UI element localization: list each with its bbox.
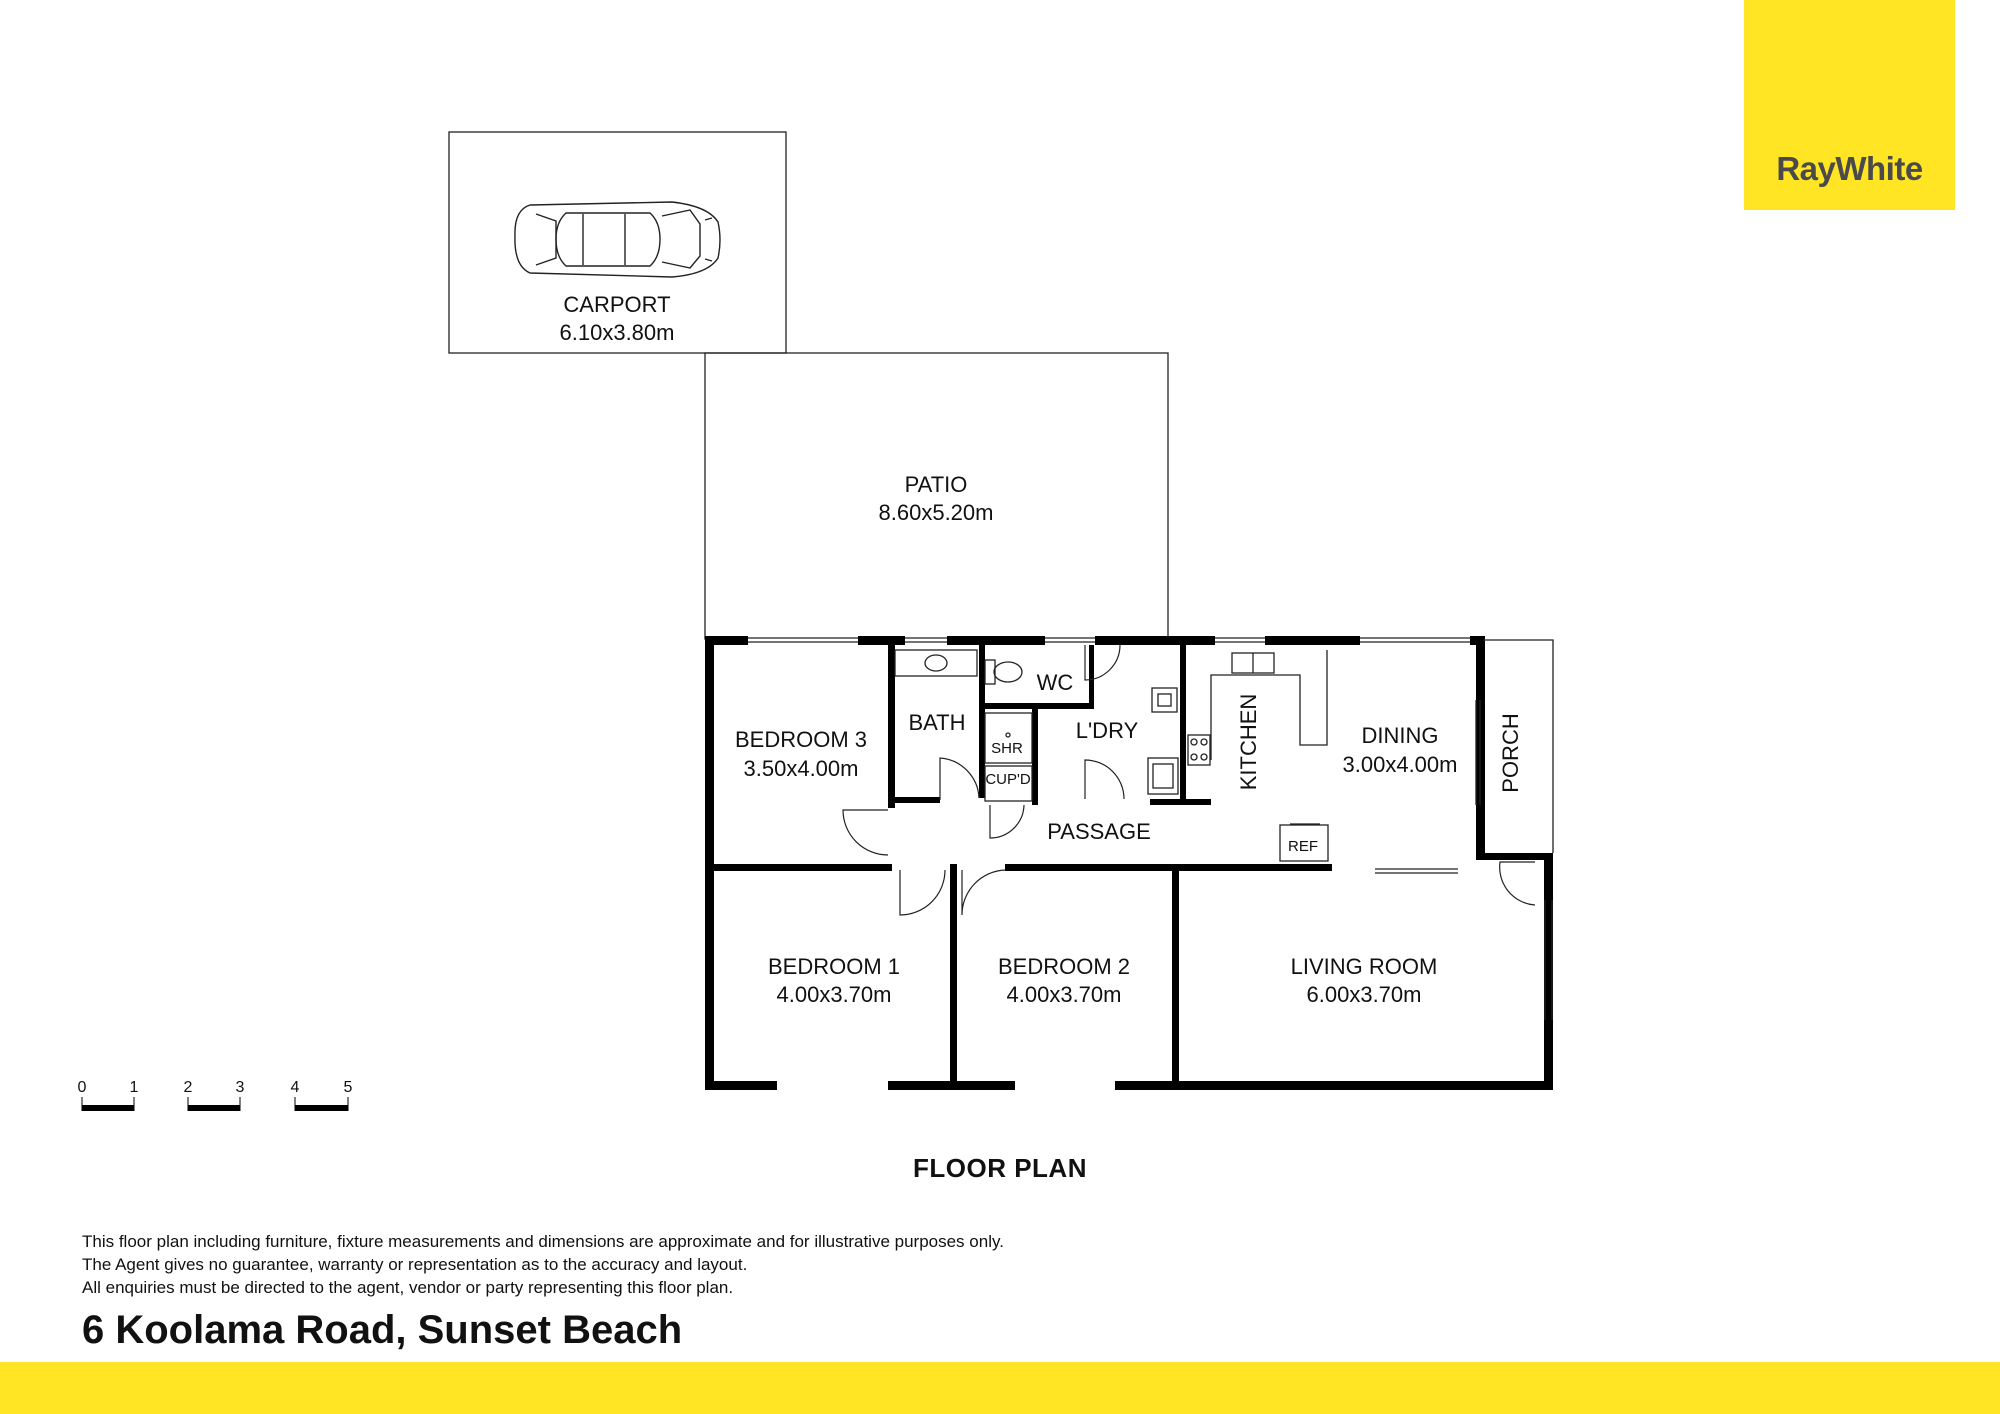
carport-label: CARPORT (563, 292, 670, 317)
property-address: 6 Koolama Road, Sunset Beach (82, 1308, 683, 1352)
door-shr (989, 804, 1025, 839)
bath-label: BATH (908, 710, 965, 735)
disclaimer: This floor plan including furniture, fix… (82, 1230, 1004, 1299)
bedroom2-size: 4.00x3.70m (1007, 982, 1122, 1007)
patio-label: PATIO (905, 472, 968, 497)
door-bedroom3 (842, 809, 889, 856)
ref-label: REF (1288, 838, 1318, 855)
toilet-icon (993, 661, 1023, 683)
scale-tick-1: 1 (130, 1079, 139, 1096)
cupd-label: CUP'D (985, 771, 1031, 788)
vanity (894, 649, 978, 677)
laundry-label: L'DRY (1076, 718, 1139, 743)
footer-accent-band (0, 1362, 2000, 1414)
shr-label: SHR (991, 740, 1023, 757)
bedroom3-size: 3.50x4.00m (744, 756, 859, 781)
passage-label: PASSAGE (1047, 819, 1151, 844)
scale-tick-3: 3 (236, 1079, 245, 1096)
dining-size: 3.00x4.00m (1343, 752, 1458, 777)
door-wc (1084, 644, 1121, 681)
windows (748, 636, 1470, 644)
door-bath (939, 757, 980, 800)
scale-tick-0: 0 (78, 1079, 87, 1096)
scale-bar: 0 1 2 3 4 5 (78, 1079, 353, 1111)
disclaimer-line: All enquiries must be directed to the ag… (82, 1278, 734, 1297)
shower-tray (984, 712, 1033, 764)
scale-tick-2: 2 (184, 1079, 193, 1096)
fridge-box (1279, 824, 1329, 862)
scale-tick-4: 4 (291, 1079, 300, 1096)
cupboard-box (984, 765, 1033, 802)
car-icon (514, 201, 721, 278)
bedroom3-label: BEDROOM 3 (735, 727, 867, 752)
carport-outline (448, 131, 787, 354)
brand-logo-panel: RayWhite (1744, 0, 1955, 210)
door-bedroom2 (961, 869, 1006, 916)
plan-title: FLOOR PLAN (913, 1153, 1087, 1183)
door-swings (842, 644, 1536, 916)
toilet-cistern (984, 659, 996, 685)
dining-label: DINING (1362, 723, 1439, 748)
scale-tick-5: 5 (344, 1079, 353, 1096)
bedroom2-label: BEDROOM 2 (998, 954, 1130, 979)
living-label: LIVING ROOM (1291, 954, 1438, 979)
bedroom1-size: 4.00x3.70m (777, 982, 892, 1007)
basin-icon (924, 654, 948, 672)
walls (705, 636, 1553, 1090)
kitchen-label: KITCHEN (1236, 694, 1261, 791)
porch-label: PORCH (1498, 713, 1523, 792)
laundry-tub-icon (1151, 687, 1178, 713)
wc-label: WC (1037, 670, 1074, 695)
disclaimer-line: This floor plan including furniture, fix… (82, 1232, 1004, 1251)
carport-size: 6.10x3.80m (560, 320, 675, 345)
door-ldry (1084, 759, 1125, 800)
fixtures (894, 639, 1554, 1020)
kitchen-counter (1210, 650, 1328, 760)
disclaimer-line: The Agent gives no guarantee, warranty o… (82, 1255, 748, 1274)
patio-size: 8.60x5.20m (879, 500, 994, 525)
door-living (1499, 861, 1536, 906)
stove-icon (1187, 734, 1211, 766)
living-size: 6.00x3.70m (1307, 982, 1422, 1007)
washing-machine-icon (1147, 757, 1179, 795)
bedroom1-label: BEDROOM 1 (768, 954, 900, 979)
brand-logo-text: RayWhite (1776, 150, 1923, 187)
door-bedroom1 (899, 869, 946, 916)
